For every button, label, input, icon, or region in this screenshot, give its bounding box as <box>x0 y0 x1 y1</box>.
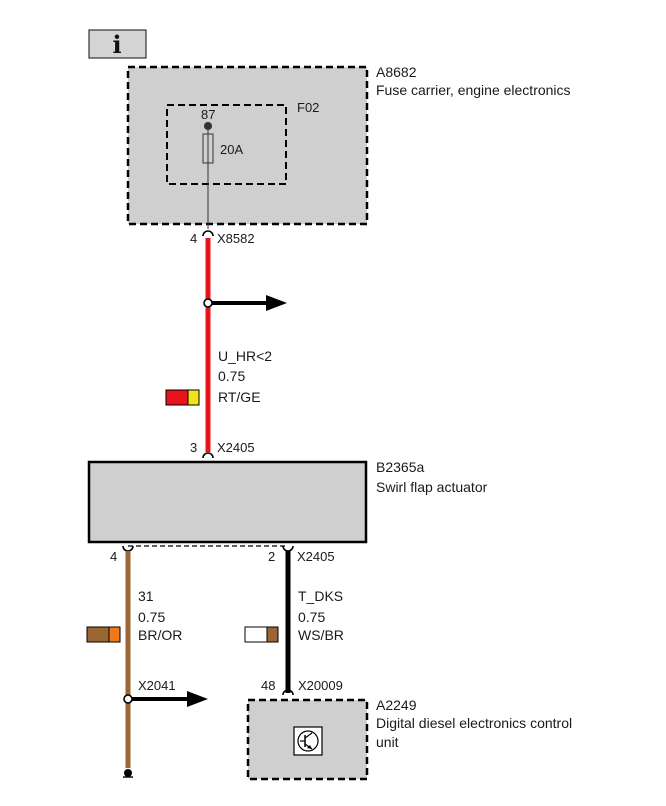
red-wire-signal: U_HR<2 <box>218 348 272 364</box>
black-wire-color-code: WS/BR <box>298 627 344 643</box>
arrow-head-x2041 <box>187 691 208 707</box>
fuse-rating-label: 20A <box>220 142 243 157</box>
fuse-f02-box <box>166 104 287 185</box>
connector-x2405-bottom-pin-left: 4 <box>110 549 117 564</box>
connector-x20009-symbol <box>282 689 294 696</box>
swirl-actuator-component[interactable] <box>87 460 368 544</box>
connector-x2405-bottom-right-symbol <box>282 545 294 552</box>
red-wire-color-swatch <box>165 389 200 406</box>
splice-dot-red <box>203 298 213 308</box>
connector-x20009-name: X20009 <box>298 678 343 693</box>
connector-x8582-symbol <box>202 230 214 237</box>
connector-x2405-top-symbol <box>202 452 214 459</box>
connector-x2405-top-name: X2405 <box>217 440 255 455</box>
splice-x2041-name: X2041 <box>138 678 176 693</box>
brown-wire-signal: 31 <box>138 588 154 604</box>
connector-x2405-top-pin: 3 <box>190 440 197 455</box>
ground-end-dot <box>124 769 132 777</box>
red-wire-size: 0.75 <box>218 368 245 384</box>
fuse-carrier-component[interactable] <box>126 65 369 229</box>
black-wire-signal: T_DKS <box>298 588 343 604</box>
connector-x8582-name: X8582 <box>217 231 255 246</box>
fuse-carrier-name: Fuse carrier, engine electronics <box>376 82 571 98</box>
splice-dot-x2041 <box>123 694 133 704</box>
fuse-id-label: F02 <box>297 100 319 115</box>
info-button[interactable]: i <box>88 29 147 59</box>
brown-wire-color-swatch <box>86 626 121 643</box>
fuse-pin-label: 87 <box>201 107 215 122</box>
dde-id: A2249 <box>376 697 417 713</box>
dde-name-line2: unit <box>376 734 399 750</box>
connector-x2405-bottom-name: X2405 <box>297 549 335 564</box>
brown-wire-color-code: BR/OR <box>138 627 182 643</box>
red-wire-color-code: RT/GE <box>218 389 261 405</box>
fuse-carrier-id: A8682 <box>376 64 417 80</box>
connector-x8582-pin: 4 <box>190 231 197 246</box>
brown-wire-size: 0.75 <box>138 609 165 625</box>
connector-x2405-bottom-left-symbol <box>122 545 134 552</box>
arrow-head-red <box>266 295 287 311</box>
connector-x20009-pin: 48 <box>261 678 275 693</box>
black-wire-size: 0.75 <box>298 609 325 625</box>
transistor-icon <box>293 726 323 756</box>
swirl-actuator-name: Swirl flap actuator <box>376 479 488 495</box>
connector-x2405-bottom-pin-right: 2 <box>268 549 275 564</box>
black-wire-color-swatch <box>244 626 279 643</box>
dde-name-line1: Digital diesel electronics control <box>376 715 572 731</box>
swirl-actuator-id: B2365a <box>376 459 424 475</box>
dde-control-unit-component[interactable] <box>246 698 369 781</box>
info-icon: i <box>112 30 121 59</box>
